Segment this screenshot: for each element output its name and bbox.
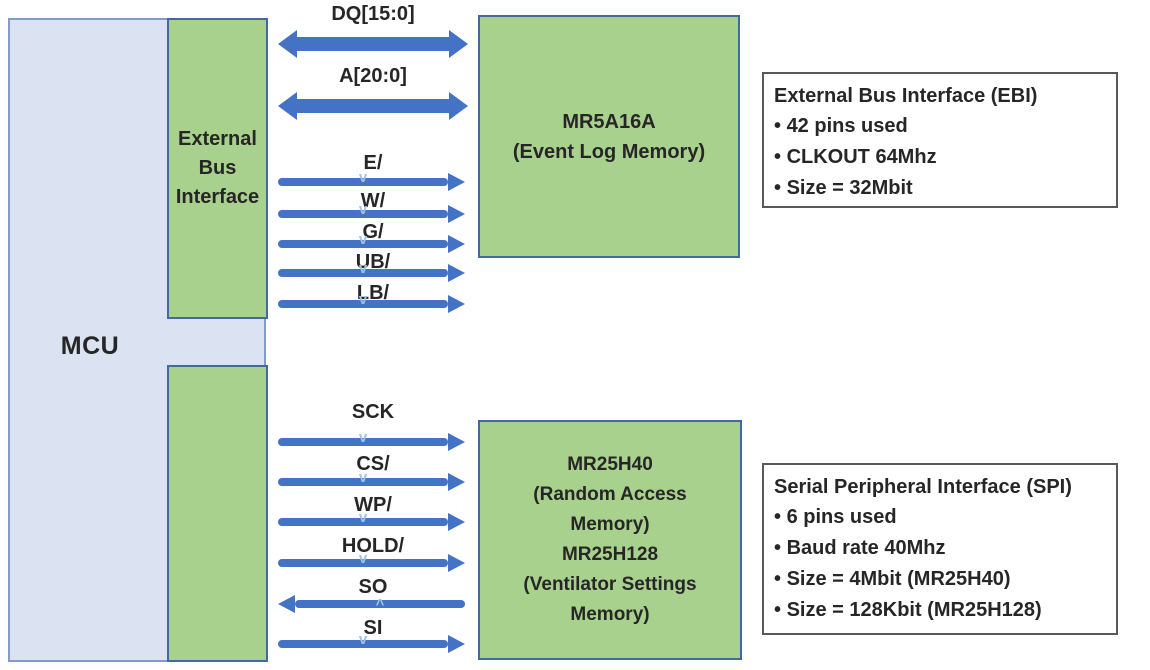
spi-memory-block: MR25H40 (Random Access Memory) MR25H128 … <box>478 420 742 660</box>
signal-label-so: SO <box>358 576 388 598</box>
spi-note-bullet: Size = 128Kbit (MR25H128) <box>774 595 1106 626</box>
memory-description: Memory) <box>570 514 650 535</box>
right-arrow-lb <box>278 300 448 308</box>
memory-description: Memory) <box>570 604 650 625</box>
right-arrow-g <box>278 240 448 248</box>
signal-label-wp: WP/ <box>354 494 392 516</box>
spi-note-list: 6 pins used Baud rate 40Mhz Size = 4Mbit… <box>774 502 1106 626</box>
memory-name: MR5A16A <box>562 110 656 133</box>
spi-note-bullet: Size = 4Mbit (MR25H40) <box>774 564 1106 595</box>
memory-description: (Ventilator Settings <box>523 574 697 595</box>
spi-interface-block <box>167 365 268 662</box>
right-arrow-sck <box>278 438 448 446</box>
right-arrow-cs <box>278 478 448 486</box>
external-bus-interface-label: External Bus Interface <box>175 128 260 208</box>
right-arrow-si <box>278 640 448 648</box>
memory-name: MR25H40 <box>567 454 653 475</box>
spi-note-bullet: Baud rate 40Mhz <box>774 533 1106 564</box>
bidirectional-arrow-a <box>297 99 449 113</box>
external-bus-interface-block: External Bus Interface <box>167 18 268 319</box>
right-arrow-e <box>278 178 448 186</box>
bidirectional-arrow-dq <box>297 37 449 51</box>
spi-note-box: Serial Peripheral Interface (SPI) 6 pins… <box>762 463 1118 635</box>
memory-description: (Event Log Memory) <box>512 140 706 163</box>
signal-label-cs: CS/ <box>356 453 390 475</box>
ebi-note-list: 42 pins used CLKOUT 64Mhz Size = 32Mbit <box>774 111 1106 204</box>
ebi-note-bullet: CLKOUT 64Mhz <box>774 142 1106 173</box>
event-log-memory-block: MR5A16A (Event Log Memory) <box>478 15 740 258</box>
right-arrow-hold <box>278 559 448 567</box>
signal-label-e: E/ <box>363 152 383 174</box>
spi-note-bullet: 6 pins used <box>774 502 1106 533</box>
ebi-note-bullet: 42 pins used <box>774 111 1106 142</box>
signal-label-a: A[20:0] <box>339 65 407 87</box>
signal-label-dq: DQ[15:0] <box>331 3 415 25</box>
right-arrow-w <box>278 210 448 218</box>
signal-label-hold: HOLD/ <box>341 535 405 557</box>
ebi-note-bullet: Size = 32Mbit <box>774 173 1106 204</box>
signal-label-sck: SCK <box>351 401 395 423</box>
memory-name: MR25H128 <box>561 544 659 565</box>
ebi-note-box: External Bus Interface (EBI) 42 pins use… <box>762 72 1118 208</box>
left-arrow-so <box>295 600 465 608</box>
spi-note-title: Serial Peripheral Interface (SPI) <box>774 476 1072 498</box>
right-arrow-wp <box>278 518 448 526</box>
memory-description: (Random Access <box>533 484 687 505</box>
right-arrow-ub <box>278 269 448 277</box>
signal-label-si: SI <box>363 617 383 639</box>
ebi-note-title: External Bus Interface (EBI) <box>774 85 1038 107</box>
signal-label-g: G/ <box>362 221 384 243</box>
mcu-label: MCU <box>60 332 120 360</box>
